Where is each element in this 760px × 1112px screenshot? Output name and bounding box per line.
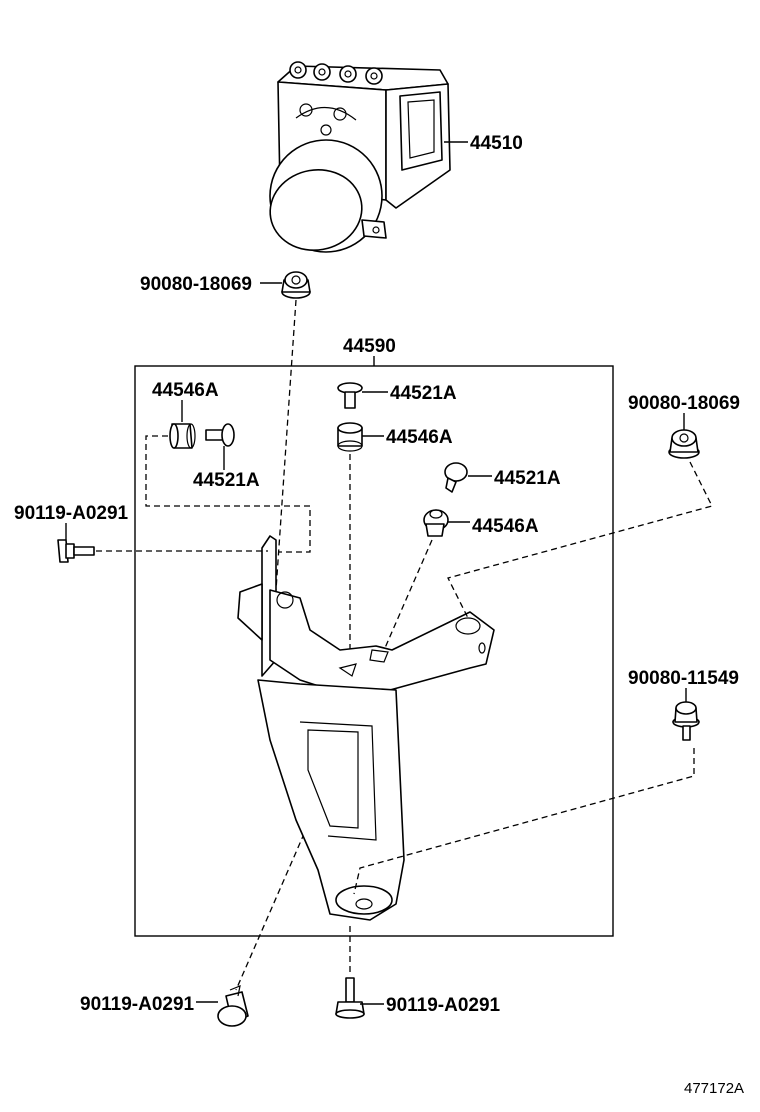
bolt-icon[interactable] <box>335 977 365 1019</box>
nut-top-part-number: 90080-18069 <box>140 274 252 295</box>
cushion-icon[interactable] <box>169 423 196 449</box>
collar-top-part-number: 44521A <box>390 383 457 404</box>
nut-right-part-number: 90080-18069 <box>628 393 740 414</box>
figure-id: 477172A <box>684 1080 744 1097</box>
bolt-bottom-center-part-number: 90119-A0291 <box>386 995 501 1016</box>
bracket-icon[interactable] <box>237 535 495 921</box>
cushion-icon[interactable] <box>337 422 363 452</box>
bolt-left-part-number: 90119-A0291 <box>14 503 129 524</box>
collar-mid-part-number: 44521A <box>494 468 561 489</box>
bolt-right-part-number: 90080-11549 <box>628 668 739 689</box>
collar-left-part-number: 44521A <box>193 470 260 491</box>
collar-icon[interactable] <box>205 423 235 447</box>
cushion-mid-part-number: 44546A <box>472 516 539 537</box>
assembly-part-number: 44590 <box>343 336 396 357</box>
flange-nut-icon[interactable] <box>668 429 700 459</box>
cushion-icon[interactable] <box>423 509 449 537</box>
cushion-left-part-number: 44546A <box>152 380 219 401</box>
assembly-frame <box>134 365 614 937</box>
bolt-bottom-left-part-number: 90119-A0291 <box>80 994 195 1015</box>
flange-bolt-icon[interactable] <box>672 701 700 741</box>
cushion-top-part-number: 44546A <box>386 427 453 448</box>
collar-icon[interactable] <box>444 462 468 493</box>
collar-icon[interactable] <box>337 382 363 409</box>
flange-nut-icon[interactable] <box>281 271 311 299</box>
abs-actuator-icon[interactable] <box>261 61 451 261</box>
actuator-part-number: 44510 <box>470 133 523 154</box>
bolt-icon[interactable] <box>57 539 95 563</box>
bolt-icon[interactable] <box>217 985 249 1027</box>
